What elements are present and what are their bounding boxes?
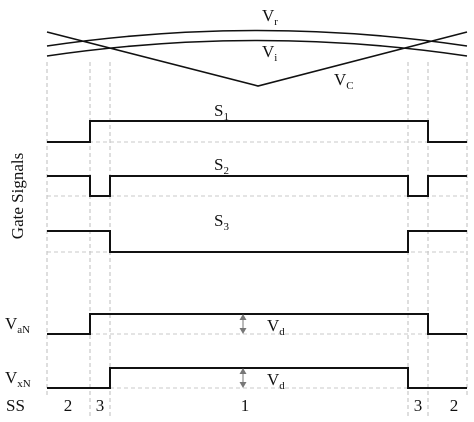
gate-signals-axis-label: Gate Signals [8,153,27,239]
switching-state-value: 2 [450,396,459,415]
vr-reference-curve [46,29,468,47]
vxn-waveform [47,367,467,389]
vc-label: VC [334,70,354,92]
output-voltage-waveforms [47,313,467,389]
vd-arrow-top [239,314,247,334]
vi-label: Vi [262,42,277,64]
switching-state-value: 1 [241,396,250,415]
van-waveform [47,313,467,335]
switching-state-value: 2 [64,396,73,415]
vc-carrier-triangle [46,31,468,87]
s3-waveform [47,230,467,253]
s3-label: S3 [214,211,229,233]
switching-state-value: 3 [414,396,423,415]
switching-state-value: 3 [96,396,105,415]
switching-state-label: SS [6,396,25,415]
s2-label: S2 [214,155,229,177]
vd-label-bottom: Vd [267,370,285,392]
van-label: VaN [5,314,30,336]
gate-signal-waveforms [47,120,467,253]
vd-label-top: Vd [267,316,285,338]
vr-label: Vr [262,6,278,28]
s1-label: S1 [214,101,229,123]
vi-reference-curve [46,39,468,57]
vxn-label: VxN [5,368,31,390]
s2-waveform [47,175,467,197]
carrier-waveforms [46,29,468,87]
s1-waveform [47,120,467,143]
vd-arrow-bottom [239,368,247,388]
